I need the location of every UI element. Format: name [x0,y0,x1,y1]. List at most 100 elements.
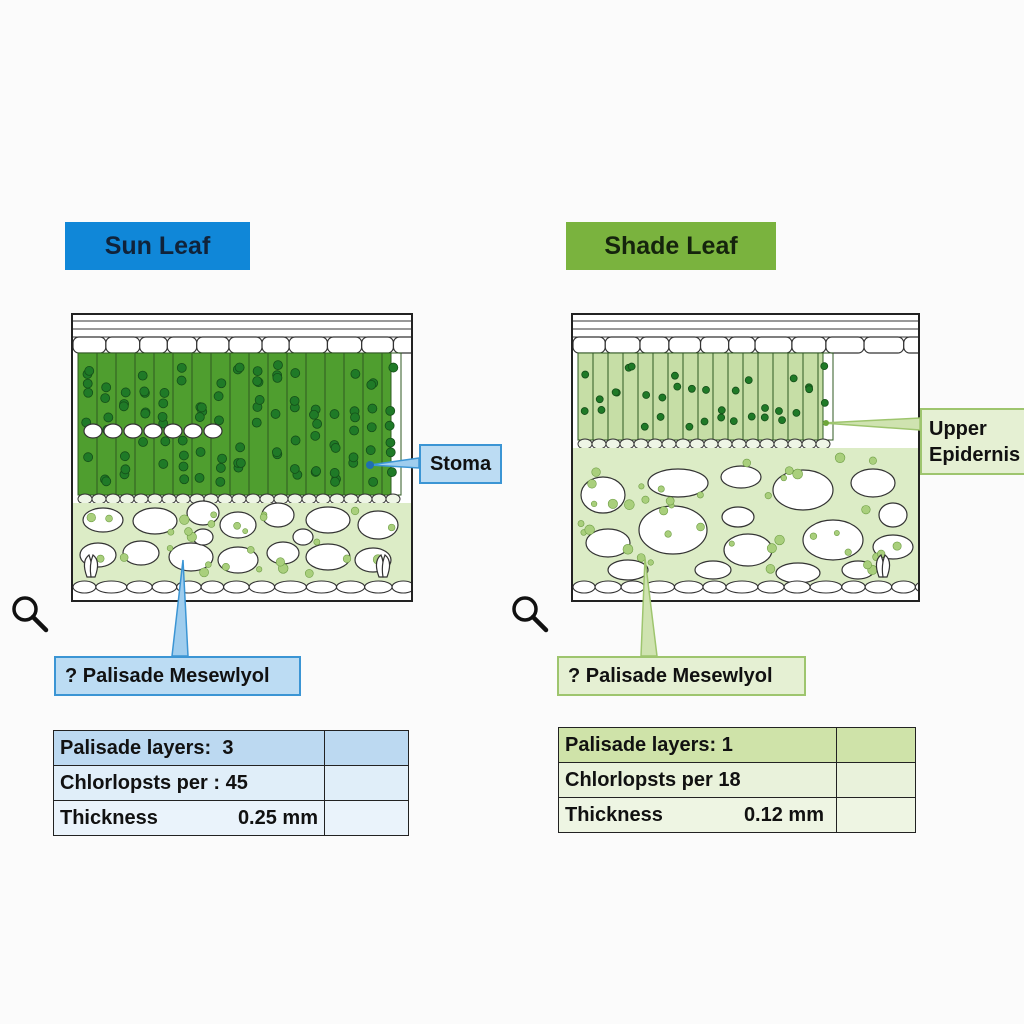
boundary-cell [759,438,775,450]
stat-value: 0.25 mm [237,806,318,829]
magnifier-icon[interactable] [8,592,52,636]
guard-cell [381,554,391,578]
chloroplast [590,500,598,508]
table-cell: Thickness 0.25 mm [53,800,325,836]
chloroplast [367,403,378,414]
boundary-cell [245,493,261,505]
chloroplast [235,458,246,468]
boundary-cell [371,493,387,505]
magnifier-icon[interactable] [508,592,552,636]
chloroplast [365,445,376,456]
chloroplast [196,402,207,413]
chloroplast [584,524,595,535]
chloroplast [638,483,645,490]
stat-label: Thickness [565,803,663,826]
boundary-cell [689,438,705,450]
table-cell: Palisade layers: 1 [558,727,837,763]
chloroplast [158,398,169,409]
chloroplast [747,412,756,421]
sun-leaf-cross-section [71,313,413,602]
chloroplast [728,540,735,547]
epidermis-cell [825,336,865,354]
spongy-cell [772,469,834,511]
cell-oval [183,423,203,439]
chloroplast [217,453,227,464]
chloroplast [178,461,189,472]
chloroplast [627,362,636,371]
chloroplast [385,437,396,448]
lower-epidermis-cell [673,580,704,594]
boundary-cell [147,493,163,505]
shade-leaf-title: Shade Leaf [566,222,776,270]
chloroplast [659,506,669,516]
chloroplast [251,417,262,428]
epidermis-cell [326,336,363,354]
cell-oval [143,423,163,439]
epidermis-cell [639,336,670,354]
epidermis-cell [166,336,198,354]
chloroplast [717,406,726,415]
spongy-cell [775,562,821,584]
chloroplast [289,464,300,474]
epidermis-cell [728,336,756,354]
chloroplast [350,412,360,423]
chloroplast [275,557,285,567]
table-row: Chlorlopsts per 18 [558,762,916,798]
lower-epidermis-cell [274,580,307,594]
lower-epidermis-cell [620,580,645,594]
chloroplast [580,407,589,415]
chloroplast [622,543,634,555]
chloroplast [809,532,818,540]
chloroplast [861,505,871,515]
lower-epidermis-cell [223,580,250,594]
chloroplast [289,395,300,406]
chloroplast [330,443,341,453]
epidermis-cell [139,336,168,354]
cell-oval [83,423,103,439]
chloroplast [368,476,379,487]
chloroplast [105,514,113,523]
chloroplast [166,545,174,552]
chloroplast [387,523,396,532]
boundary-cell [175,493,191,505]
chloroplast [775,407,783,415]
boundary-cell [661,438,677,450]
chloroplast [731,386,740,395]
chloroplast [844,548,852,556]
guard-cell [881,554,891,578]
spongy-cell [720,465,762,489]
boundary-cell [745,438,761,450]
chloroplast [744,376,753,384]
table-row: Thickness 0.25 mm [53,800,409,836]
stat-label: Chlorlopsts per : [60,771,221,794]
chloroplast [700,417,709,426]
chloroplast [313,538,321,546]
chloroplast [199,567,209,578]
boundary-cell [77,493,93,505]
boundary-cell [133,493,149,505]
chloroplast [624,499,635,510]
epidermis-cell [699,336,730,354]
lower-epidermis-cell [364,580,393,594]
boundary-cell [731,438,747,450]
chloroplast [388,362,399,373]
chloroplast [742,458,751,468]
stat-value: 1 [721,733,733,756]
chloroplast [216,378,227,389]
chloroplast [139,386,150,397]
chloroplast [184,527,193,536]
chloroplast [760,413,769,422]
chloroplast [160,436,171,447]
chloroplast [304,569,314,578]
stat-label: Thickness [60,806,158,829]
lower-epidermis-cell [305,580,338,594]
cell-oval [123,423,143,439]
chloroplast [101,382,112,393]
chloroplast [607,498,618,509]
lower-epidermis-cell [702,580,727,594]
cell-oval [203,423,223,439]
chloroplast [179,450,189,461]
lower-epidermis-cell [594,580,622,594]
chloroplast [83,387,94,398]
chloroplast [119,553,129,562]
